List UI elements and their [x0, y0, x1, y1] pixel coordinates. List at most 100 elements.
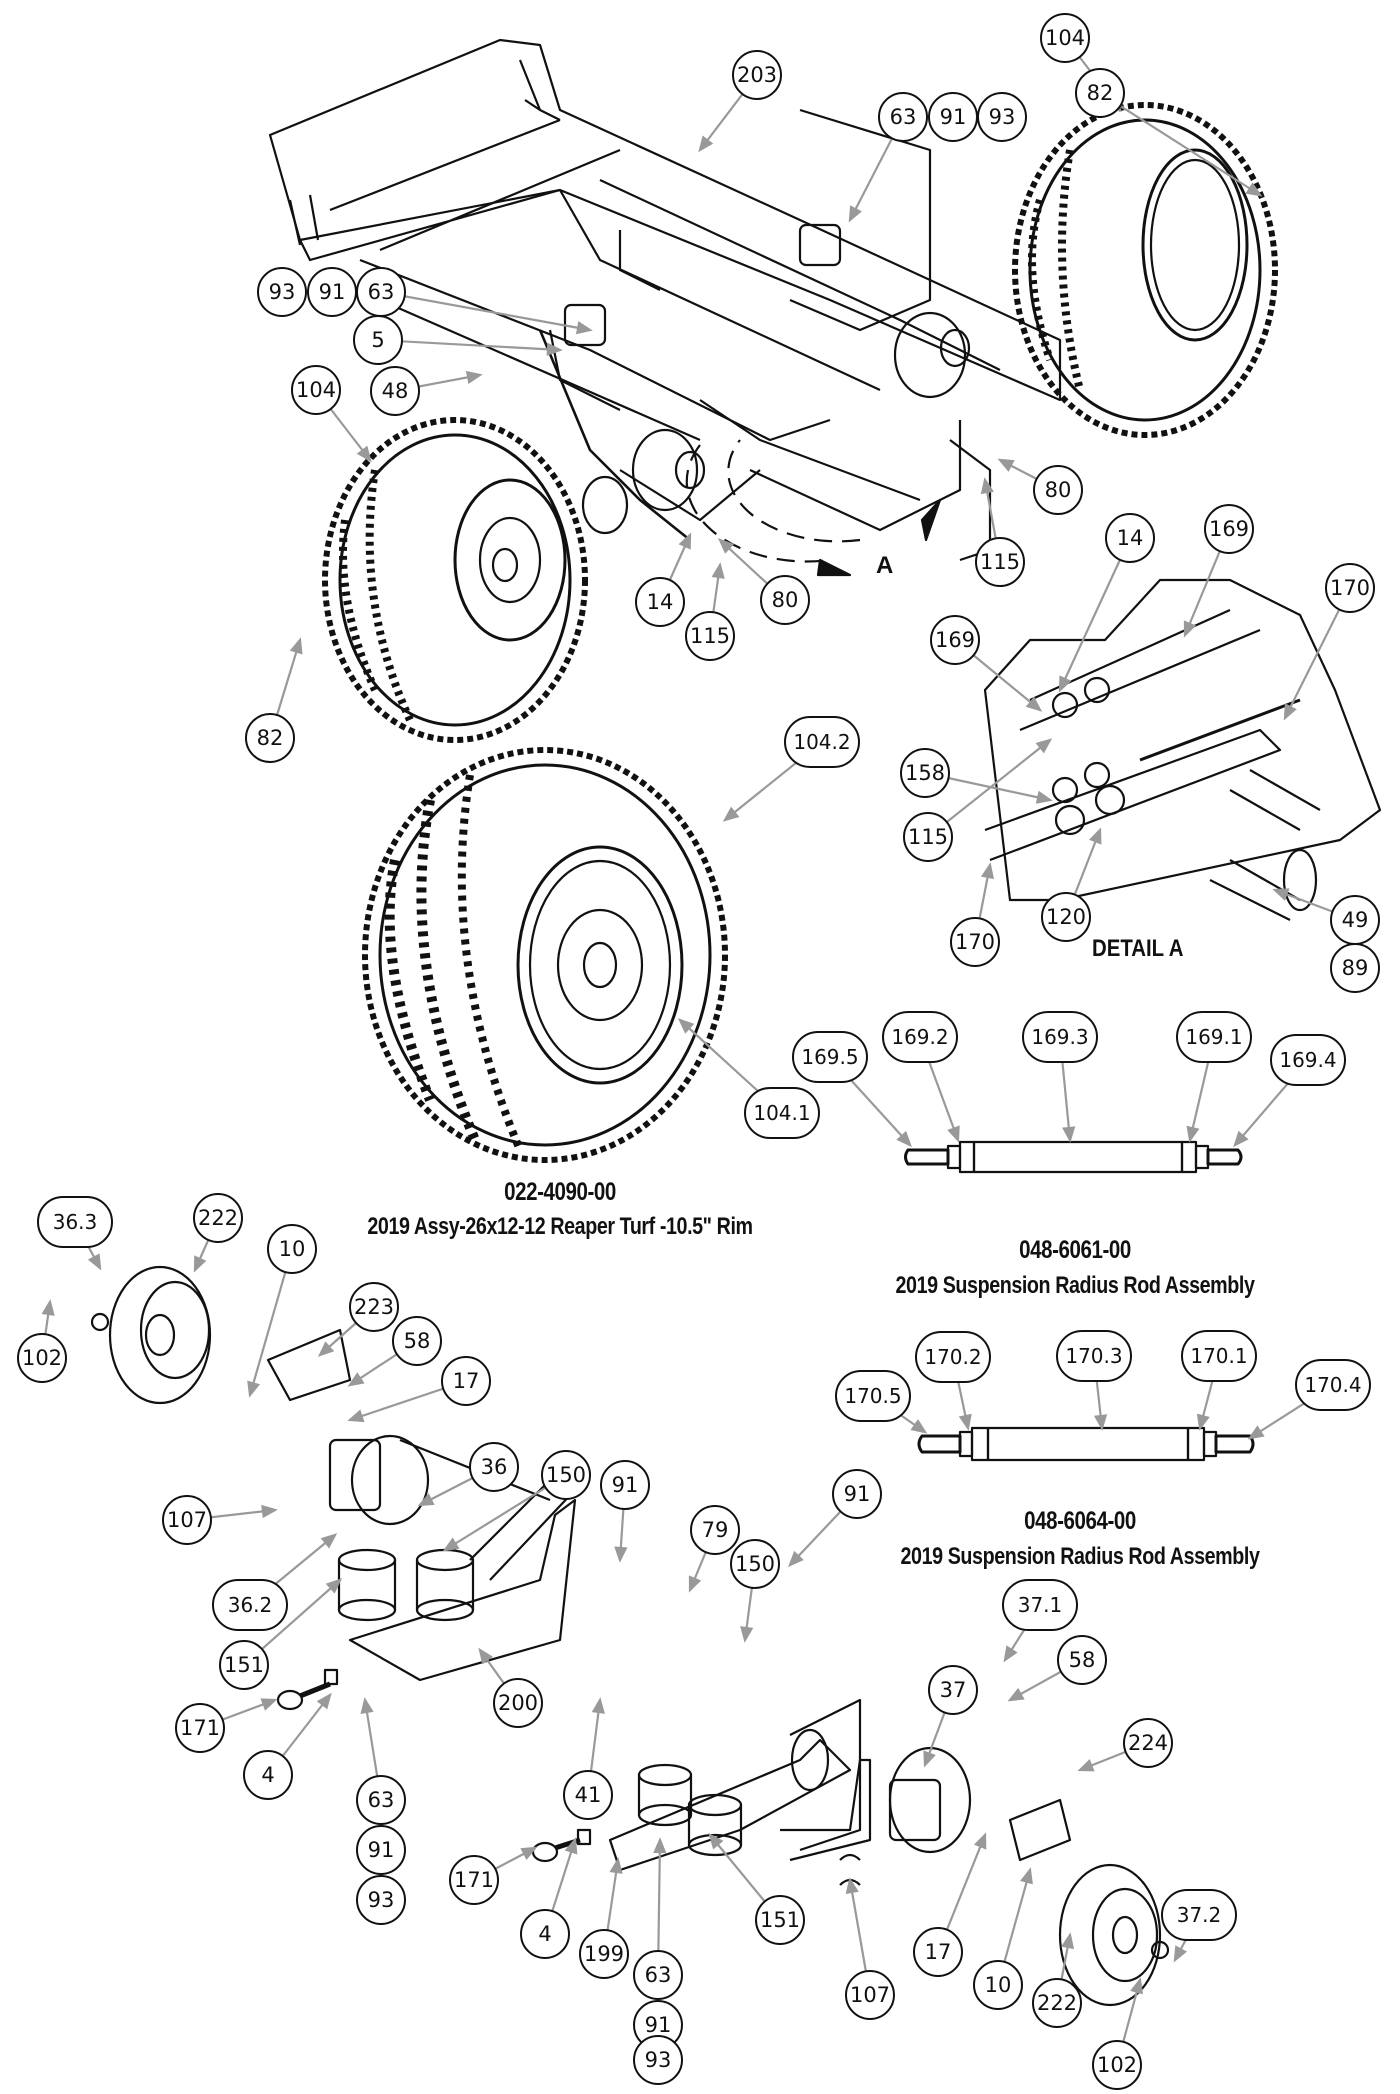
- leader-arrowhead: [261, 1504, 278, 1519]
- part-callout: 169.3: [1022, 1011, 1098, 1063]
- view-indicator-a: A: [876, 552, 894, 579]
- part-callout: 223: [349, 1282, 399, 1332]
- leader-line: [1059, 537, 1131, 691]
- part-callout: 49: [1330, 895, 1380, 945]
- part-callout: 36: [469, 1442, 519, 1492]
- leader-line: [248, 1248, 294, 1396]
- leader-arrowhead: [788, 1550, 804, 1568]
- leader-arrowhead: [317, 1341, 335, 1357]
- part-callout: 36.2: [212, 1579, 288, 1631]
- leader-arrowhead: [653, 1837, 667, 1854]
- leader-arrowhead: [465, 370, 483, 384]
- leader-arrowhead: [997, 458, 1015, 472]
- leader-arrowhead: [688, 1575, 702, 1593]
- part-callout: 4: [520, 1909, 570, 1959]
- leader-line: [377, 338, 561, 352]
- assembly-part-number-wheel: 022-4090-00: [504, 1178, 616, 1206]
- part-callout: 104.1: [744, 1087, 820, 1139]
- part-callout: 82: [1075, 68, 1125, 118]
- leader-arrowhead: [1272, 888, 1290, 901]
- leader-arrowhead: [41, 1299, 55, 1316]
- part-callout: 36.3: [37, 1196, 113, 1248]
- leader-arrowhead: [546, 342, 563, 356]
- part-callout: 91: [832, 1469, 882, 1519]
- part-callout: 17: [913, 1927, 963, 1977]
- part-callout: 37.2: [1161, 1889, 1237, 1941]
- part-callout: 170.4: [1295, 1359, 1371, 1411]
- leader-arrowhead: [1089, 827, 1102, 845]
- part-callout: 222: [1032, 1978, 1082, 2028]
- part-callout: 102: [1092, 2040, 1142, 2090]
- part-callout: 199: [579, 1929, 629, 1979]
- part-callout: 4: [243, 1750, 293, 1800]
- leader-line: [380, 290, 591, 332]
- leader-arrowhead: [1062, 1126, 1076, 1143]
- assembly-description-rod-169: 2019 Suspension Radius Rod Assembly: [895, 1272, 1255, 1299]
- part-callout: 58: [392, 1316, 442, 1366]
- part-callout: 17: [441, 1356, 491, 1406]
- leader-arrowhead: [347, 1409, 365, 1423]
- assembly-part-number-rod-170: 048-6064-00: [1024, 1507, 1136, 1535]
- leader-arrowhead: [1061, 1932, 1075, 1950]
- leader-arrowhead: [575, 321, 593, 335]
- leader-arrowhead: [289, 637, 303, 655]
- part-callout: 170.2: [915, 1331, 991, 1383]
- leader-arrowhead: [677, 1018, 695, 1034]
- part-callout: 93: [977, 92, 1027, 142]
- part-callout: 10: [973, 1960, 1023, 2010]
- part-callout: 58: [1057, 1635, 1107, 1685]
- leader-arrowhead: [1007, 1687, 1025, 1702]
- part-callout: 169.1: [1176, 1011, 1252, 1063]
- part-callout: 169.4: [1270, 1034, 1346, 1086]
- leader-arrowhead: [923, 1750, 936, 1768]
- part-callout: 102: [17, 1333, 67, 1383]
- part-callout: 224: [1123, 1718, 1173, 1768]
- part-callout: 14: [1105, 513, 1155, 563]
- assembly-part-number-rod-169: 048-6061-00: [1019, 1236, 1131, 1264]
- leader-arrowhead: [1058, 675, 1072, 693]
- leader-arrowhead: [320, 1533, 338, 1549]
- leader-arrowhead: [958, 1413, 972, 1431]
- leader-line: [927, 739, 1051, 838]
- part-callout: 41: [563, 1770, 613, 1820]
- part-callout: 63: [878, 92, 928, 142]
- part-callout: 158: [900, 748, 950, 798]
- part-callout: 104: [291, 365, 341, 415]
- part-callout: 107: [162, 1495, 212, 1545]
- leader-arrowhead: [1077, 1758, 1095, 1772]
- leader-arrowhead: [1196, 1413, 1210, 1431]
- leader-arrowhead: [442, 1537, 460, 1552]
- leader-arrowhead: [740, 1626, 754, 1643]
- part-callout: 150: [541, 1450, 591, 1500]
- detail-a-label: DETAIL A: [1092, 935, 1184, 962]
- part-callout: 91: [356, 1825, 406, 1875]
- leader-arrowhead: [910, 1419, 928, 1434]
- part-callout: 104: [1040, 13, 1090, 63]
- part-callout: 37: [928, 1665, 978, 1715]
- part-callout: 150: [730, 1539, 780, 1589]
- assembly-description-wheel: 2019 Assy-26x12-12 Reaper Turf -10.5" Ri…: [367, 1213, 753, 1240]
- part-callout: 104.2: [784, 716, 860, 768]
- part-callout: 222: [193, 1193, 243, 1243]
- leader-arrowhead: [708, 1832, 724, 1850]
- leader-arrowhead: [1283, 703, 1297, 721]
- leader-arrowhead: [896, 1130, 912, 1148]
- tire-assembly-large: [362, 747, 728, 1163]
- leader-arrowhead: [193, 1255, 207, 1273]
- part-callout: 93: [356, 1875, 406, 1925]
- part-callout: 169.2: [882, 1011, 958, 1063]
- part-callout: 63: [633, 1950, 683, 2000]
- part-callout: 169.5: [792, 1031, 868, 1083]
- leader-line: [1099, 92, 1261, 196]
- leader-arrowhead: [520, 1846, 538, 1860]
- leader-arrowhead: [260, 1698, 278, 1711]
- part-callout: 14: [635, 577, 685, 627]
- leader-arrowhead: [1035, 790, 1053, 804]
- tire-rear-lower: [322, 417, 588, 743]
- part-callout: 5: [353, 315, 403, 365]
- leader-arrowhead: [1186, 1125, 1200, 1143]
- leader-arrowhead: [711, 562, 725, 579]
- leader-arrowhead: [1247, 1425, 1265, 1440]
- part-callout: 10: [267, 1224, 317, 1274]
- part-callout: 170.5: [835, 1370, 911, 1422]
